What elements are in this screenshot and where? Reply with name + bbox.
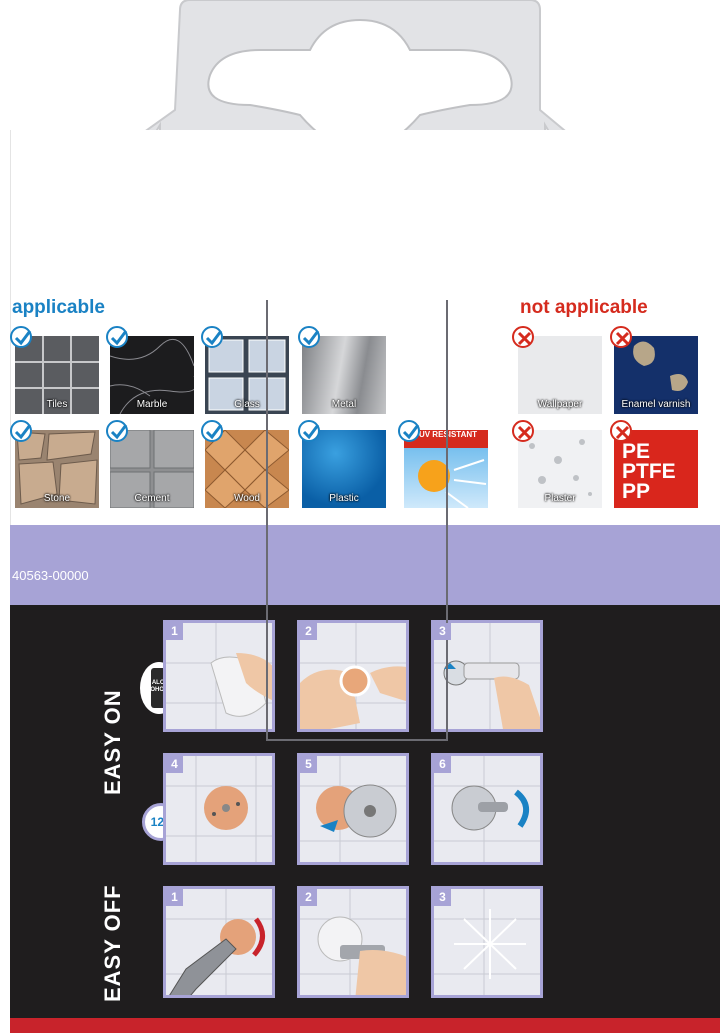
- sparkle-icon: [454, 909, 526, 979]
- check-icon: [106, 420, 128, 442]
- check-icon: [298, 326, 320, 348]
- cross-icon: [512, 326, 534, 348]
- check-icon: [298, 420, 320, 442]
- tile-enamel-varnish: Enamel varnish: [614, 336, 698, 414]
- check-icon: [201, 420, 223, 442]
- check-icon: [106, 326, 128, 348]
- cross-icon: [512, 420, 534, 442]
- tile-stone: Stone: [15, 430, 99, 508]
- article-number: 40563-00000: [12, 568, 89, 583]
- hanger-line-right: [446, 300, 448, 740]
- lavender-band: [10, 525, 720, 605]
- tile-pe-ptfe-pp: PE PTFE PP: [614, 430, 698, 508]
- check-icon: [10, 326, 32, 348]
- tile-label: Wallpaper: [537, 399, 583, 410]
- tile-label: Plaster: [544, 493, 576, 504]
- tile-label: Wood: [234, 493, 260, 504]
- tile-metal: Metal: [302, 336, 386, 414]
- tile-label: Stone: [43, 493, 71, 504]
- tile-label: Plastic: [329, 493, 359, 504]
- tile-label: Glass: [234, 399, 260, 410]
- easy-on-step-1: 1: [163, 620, 275, 732]
- sun-icon: [418, 459, 487, 508]
- easy-off-title: EASY OFF: [100, 884, 125, 1002]
- tile-wood: Wood: [205, 430, 289, 508]
- applicable-title: applicable: [12, 297, 105, 318]
- easy-on-step-2: 2: [297, 620, 409, 732]
- easy-on-step-6: 6: [431, 753, 543, 865]
- tile-plaster: Plaster: [518, 430, 602, 508]
- easy-off-step-2: 2: [297, 886, 409, 998]
- bottom-red-strip: [10, 1018, 720, 1033]
- tile-marble: Marble: [110, 336, 194, 414]
- easy-off-step-1: 1: [163, 886, 275, 998]
- cross-icon: [610, 420, 632, 442]
- not-applicable-title: not applicable: [520, 297, 648, 318]
- tile-label: Tiles: [46, 399, 68, 410]
- hanger-line-bottom: [266, 739, 448, 741]
- easy-on-title: EASY ON: [100, 689, 125, 795]
- easy-off-step-3: 3: [431, 886, 543, 998]
- check-icon: [10, 420, 32, 442]
- tile-plastic: Plastic: [302, 430, 386, 508]
- cross-icon: [610, 326, 632, 348]
- check-icon: [398, 420, 420, 442]
- tile-tiles: Tiles: [15, 336, 99, 414]
- tile-label: Metal: [331, 399, 357, 410]
- plastic-types-label: PE PTFE PP: [622, 440, 676, 503]
- easy-on-step-3: 3: [431, 620, 543, 732]
- tile-label: Cement: [134, 493, 170, 504]
- easy-on-step-4: 4: [163, 753, 275, 865]
- tile-label: Marble: [136, 399, 168, 410]
- check-icon: [201, 326, 223, 348]
- tile-label: Enamel varnish: [621, 399, 691, 410]
- hanger-line-left: [266, 300, 268, 740]
- tile-wallpaper: Wallpaper: [518, 336, 602, 414]
- easy-on-step-5: 5: [297, 753, 409, 865]
